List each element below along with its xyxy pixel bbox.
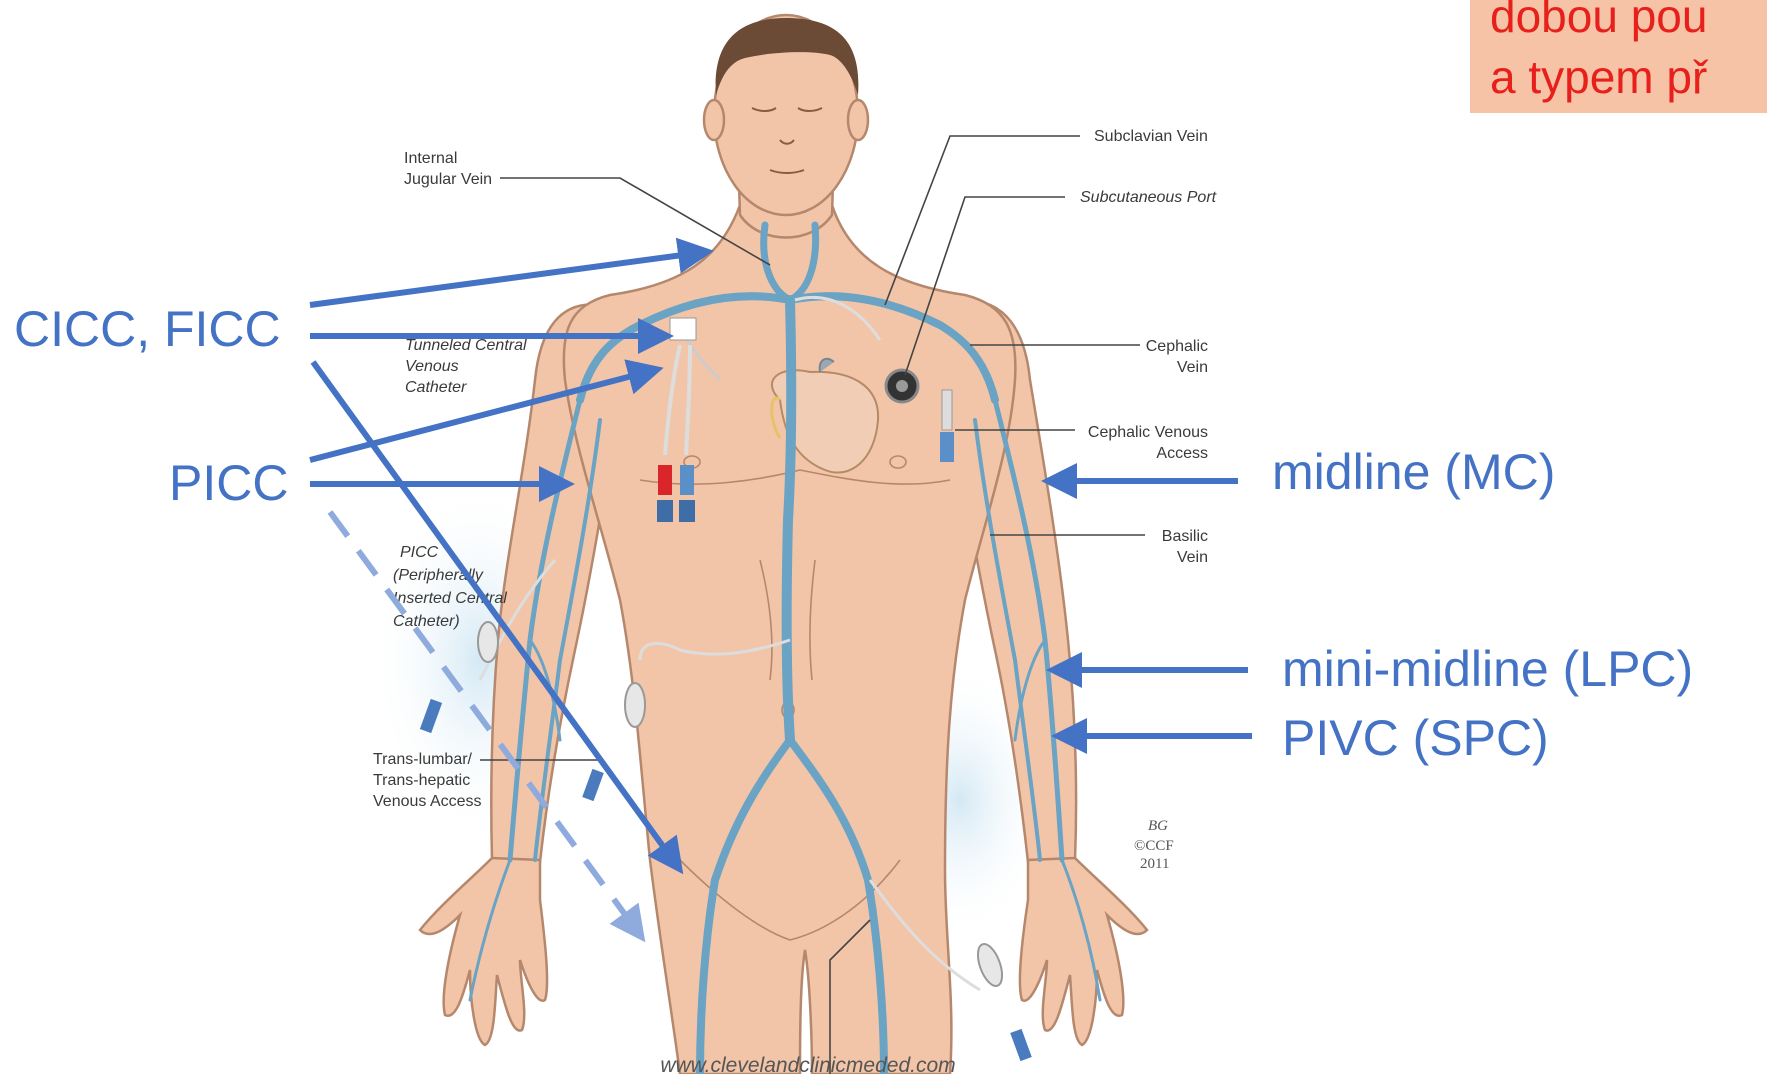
right-ear: [848, 100, 868, 140]
artist-signature: BG ©CCF 2011: [1134, 818, 1174, 872]
copyright-line-1: ©CCF: [1134, 838, 1174, 854]
label-basilic-1: Basilic: [1162, 528, 1208, 545]
signature-initials: BG: [1148, 818, 1168, 834]
label-tunneled-3: Catheter: [405, 379, 467, 396]
label-mini-midline: mini-midline (LPC): [1282, 641, 1693, 697]
label-subcutaneous-port: Subcutaneous Port: [1080, 189, 1217, 206]
label-basilic-2: Vein: [1177, 549, 1208, 566]
label-pivc: PIVC (SPC): [1282, 710, 1549, 766]
body-illustration: Internal Jugular Vein Subclavian Vein Su…: [370, 15, 1217, 1074]
label-tunneled-1: Tunneled Central: [405, 337, 527, 354]
label-subclavian: Subclavian Vein: [1094, 128, 1208, 145]
catheter-red-hub: [658, 465, 672, 495]
right-hand: [1020, 858, 1147, 1045]
label-picc-4: Catheter): [393, 613, 460, 630]
callout-line-2: a typem př: [1490, 51, 1709, 103]
label-cephalic-access-2: Access: [1156, 445, 1208, 462]
label-cephalic-1: Cephalic: [1146, 338, 1208, 355]
label-cephalic-access-1: Cephalic Venous: [1088, 424, 1208, 441]
label-cephalic-2: Vein: [1177, 359, 1208, 376]
left-ear: [704, 100, 724, 140]
label-cicc-ficc: CICC, FICC: [14, 301, 281, 357]
catheter-blue-hub: [680, 465, 694, 495]
label-translumbar-1: Trans-lumbar/: [373, 751, 473, 768]
source-credit: www.clevelandclinicmeded.com: [660, 1054, 955, 1074]
label-translumbar-3: Venous Access: [373, 793, 482, 810]
label-internal-jugular-1: Internal: [404, 150, 457, 167]
label-tunneled-2: Venous: [405, 358, 459, 375]
label-translumbar-2: Trans-hepatic: [373, 772, 470, 789]
callout-box: dobou pou a typem př: [1470, 0, 1767, 113]
copyright-line-2: 2011: [1140, 856, 1169, 872]
label-internal-jugular-2: Jugular Vein: [404, 171, 492, 188]
label-midline: midline (MC): [1272, 444, 1555, 500]
label-picc-1: PICC: [400, 544, 439, 561]
cephalic-catheter: [940, 390, 954, 462]
left-hand: [420, 858, 547, 1045]
callout-line-1: dobou pou: [1490, 0, 1707, 42]
catheter-dressing: [670, 318, 696, 340]
label-picc: PICC: [169, 455, 288, 511]
